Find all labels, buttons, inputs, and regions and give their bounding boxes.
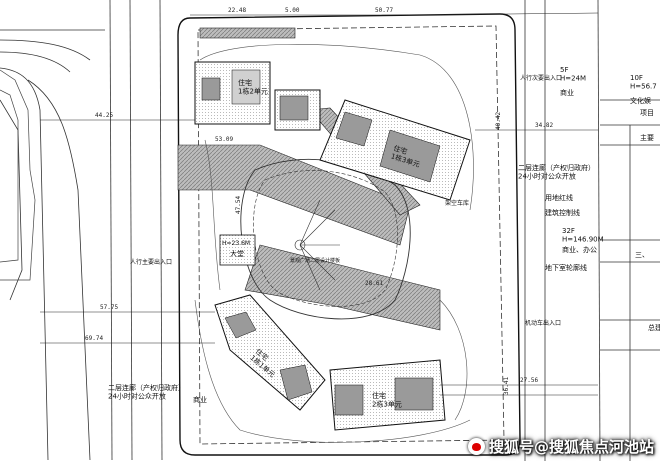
site-boundary	[177, 13, 521, 456]
dim-mid-2: 47.54	[235, 196, 242, 214]
building-10f-use: 文化娱	[630, 96, 651, 105]
entrance-bike-label: 机动车出入口	[525, 319, 561, 327]
garage-label: 架空车库	[445, 199, 469, 207]
left-road-lines	[0, 0, 163, 461]
dim-right-4: 40.42	[495, 112, 502, 130]
contour-lines	[194, 44, 474, 443]
entrance-right-label: 人行次要出入口	[520, 74, 562, 82]
dim-left-2: 57.75	[100, 304, 118, 311]
building-ne	[319, 99, 471, 201]
buildline-label: 建筑控制线	[545, 208, 580, 217]
watermark-text: 搜狐号@搜狐焦点河池站	[488, 438, 654, 456]
entrance-main-label: 人行主要出入口	[130, 258, 172, 266]
lobby-building	[219, 234, 256, 266]
building-se	[329, 359, 446, 431]
table-row3: 三、	[635, 251, 649, 259]
commerce-label: 商业	[193, 395, 207, 404]
corridor-right-label: 二层连廊（产权归政府）24小时对公众开放	[518, 163, 595, 180]
building-top	[194, 61, 321, 131]
redline-label: 用地红线	[545, 193, 573, 202]
building-sw	[214, 294, 326, 411]
table-row4: 总建	[648, 323, 660, 332]
dim-mid-1: 53.09	[215, 136, 233, 143]
dim-top-1: 22.48	[228, 7, 246, 14]
corridor-left-label: 二层连廊（产权归政府）24小时对公众开放	[108, 383, 185, 400]
dimension-lines	[40, 12, 599, 396]
dim-left-3: 69.74	[85, 335, 103, 342]
dim-left-1: 44.25	[95, 112, 113, 119]
building-5f-use: 商业	[560, 88, 574, 97]
lobby-label: 大堂	[230, 249, 244, 258]
right-zone-lines	[524, 0, 660, 461]
watermark: 搜狐号@搜狐焦点河池站	[467, 436, 654, 457]
dim-right-1: 34.82	[535, 122, 553, 129]
dim-right-2: 27.56	[520, 377, 538, 384]
building-32f-use: 商业、办公	[562, 245, 597, 254]
table-item: 项目	[640, 109, 654, 117]
basement-label: 地下室轮廓线	[545, 263, 587, 272]
dim-top-2: 5.00	[285, 7, 300, 14]
dim-top-3: 50.77	[375, 7, 393, 14]
dim-right-3: 36.41	[503, 377, 510, 395]
plaza-label: 景观广场二层设计楼板	[290, 257, 340, 264]
dim-mid-3: 28.61	[365, 280, 383, 287]
sohu-logo-icon	[467, 438, 485, 455]
table-main: 主要	[640, 133, 654, 142]
left-building-outline	[0, 69, 36, 281]
dim-lobby-h: H=23.6M	[222, 240, 250, 247]
